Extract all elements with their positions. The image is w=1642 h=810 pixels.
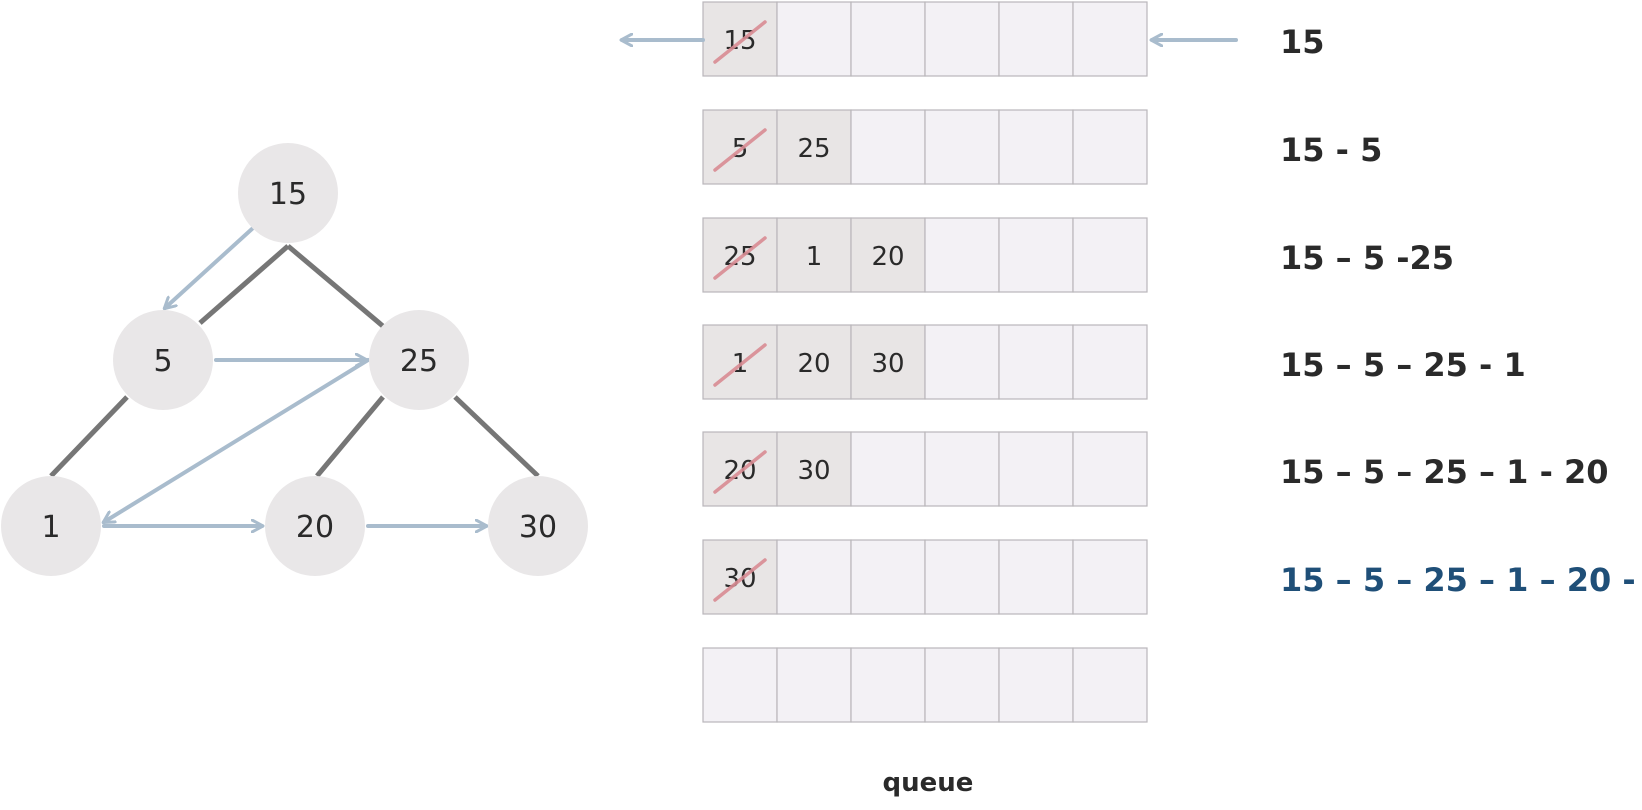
dequeue-strike-mark bbox=[713, 236, 767, 280]
queue-cell bbox=[998, 539, 1074, 615]
queue-cell bbox=[924, 1, 1000, 77]
traversal-arrows bbox=[104, 226, 486, 526]
queue-row-7 bbox=[702, 647, 1148, 723]
queue-cell bbox=[998, 217, 1074, 293]
queue-cell bbox=[776, 324, 852, 400]
tree-edge-n25-n30 bbox=[453, 395, 540, 478]
queue-cell bbox=[850, 324, 926, 400]
tree-node-circle bbox=[265, 476, 365, 576]
queue-cell bbox=[1072, 1, 1148, 77]
queue-cell bbox=[998, 324, 1074, 400]
tree-node-circle bbox=[1, 476, 101, 576]
tree-node-label: 20 bbox=[296, 510, 334, 545]
queue-cell-value: 30 bbox=[871, 349, 904, 379]
queue-cell bbox=[998, 647, 1074, 723]
queue-cell bbox=[924, 324, 1000, 400]
queue-cell bbox=[776, 647, 852, 723]
tree-node-5: 5 bbox=[113, 310, 213, 410]
queue-cell bbox=[924, 109, 1000, 185]
queue-cell bbox=[924, 539, 1000, 615]
dequeue-strike-mark bbox=[713, 343, 767, 387]
queue-cell bbox=[850, 539, 926, 615]
visit-sequence: 15 - 5 bbox=[1280, 131, 1382, 169]
queue-cell bbox=[924, 647, 1000, 723]
tree-node-15: 15 bbox=[238, 143, 338, 243]
tree-edge-n5-n1 bbox=[49, 395, 129, 478]
queue-cell bbox=[776, 539, 852, 615]
queue-cell bbox=[776, 217, 852, 293]
tree-nodes: 15 5 25 1 20 30 bbox=[1, 143, 588, 576]
queue-cell bbox=[1072, 217, 1148, 293]
visit-sequence: 15 – 5 -25 bbox=[1280, 239, 1454, 277]
queue-cell bbox=[850, 431, 926, 507]
queue-cell bbox=[998, 109, 1074, 185]
queue-cell-value: 30 bbox=[797, 456, 830, 486]
tree-edge-n15-n5 bbox=[198, 244, 290, 325]
queue-cell-value: 25 bbox=[797, 134, 830, 164]
queue-cell-value: 20 bbox=[797, 349, 830, 379]
queue-cell bbox=[776, 109, 852, 185]
tree-node-label: 30 bbox=[519, 510, 557, 545]
queue-caption: queue bbox=[883, 768, 974, 798]
queue-cell-value: 1 bbox=[806, 242, 823, 272]
tree-node-circle bbox=[238, 143, 338, 243]
tree-node-label: 15 bbox=[269, 177, 307, 212]
queue-cell bbox=[924, 217, 1000, 293]
dequeue-strike-mark bbox=[713, 20, 767, 64]
tree-node-30: 30 bbox=[488, 476, 588, 576]
queue-cell bbox=[1072, 109, 1148, 185]
visit-sequence: 15 bbox=[1280, 23, 1325, 61]
queue-cell bbox=[702, 647, 778, 723]
queue-cell bbox=[998, 431, 1074, 507]
queue-cell-value: 20 bbox=[871, 242, 904, 272]
traversal-arrow-n15-n5 bbox=[165, 226, 255, 308]
queue-cell bbox=[1072, 431, 1148, 507]
queue-row-3: 2512015 – 5 -25 bbox=[702, 217, 1454, 293]
tree-node-circle bbox=[488, 476, 588, 576]
tree-node-25: 25 bbox=[369, 310, 469, 410]
tree-node-circle bbox=[369, 310, 469, 410]
tree-node-20: 20 bbox=[265, 476, 365, 576]
queue-cell bbox=[1072, 539, 1148, 615]
tree-node-1: 1 bbox=[1, 476, 101, 576]
tree-edges bbox=[49, 244, 540, 478]
queue-cell bbox=[776, 1, 852, 77]
queue-cell bbox=[1072, 647, 1148, 723]
tree-edge-n15-n25 bbox=[286, 244, 386, 329]
tree-node-label: 25 bbox=[400, 344, 438, 379]
tree-edge-n25-n20 bbox=[315, 395, 385, 478]
tree-node-label: 1 bbox=[41, 510, 60, 545]
queue-cell bbox=[850, 109, 926, 185]
tree-node-label: 5 bbox=[153, 344, 172, 379]
queue-cell bbox=[850, 1, 926, 77]
traversal-arrow-n25-n1 bbox=[104, 358, 370, 522]
dequeue-strike-mark bbox=[713, 558, 767, 602]
queue-row-1: 1515 bbox=[702, 1, 1325, 77]
dequeue-strike-mark bbox=[713, 128, 767, 172]
queue-cell bbox=[850, 647, 926, 723]
visit-sequence: 15 – 5 – 25 - 1 bbox=[1280, 346, 1526, 384]
tree-node-circle bbox=[113, 310, 213, 410]
visit-sequence: 15 – 5 – 25 – 1 - 20 bbox=[1280, 453, 1609, 491]
final-visit-sequence: 15 – 5 – 25 – 1 – 20 - 30 bbox=[1280, 561, 1642, 599]
dequeue-strike-mark bbox=[713, 450, 767, 494]
queue-cell bbox=[1072, 324, 1148, 400]
queue-cell bbox=[998, 1, 1074, 77]
queue-cell bbox=[924, 431, 1000, 507]
